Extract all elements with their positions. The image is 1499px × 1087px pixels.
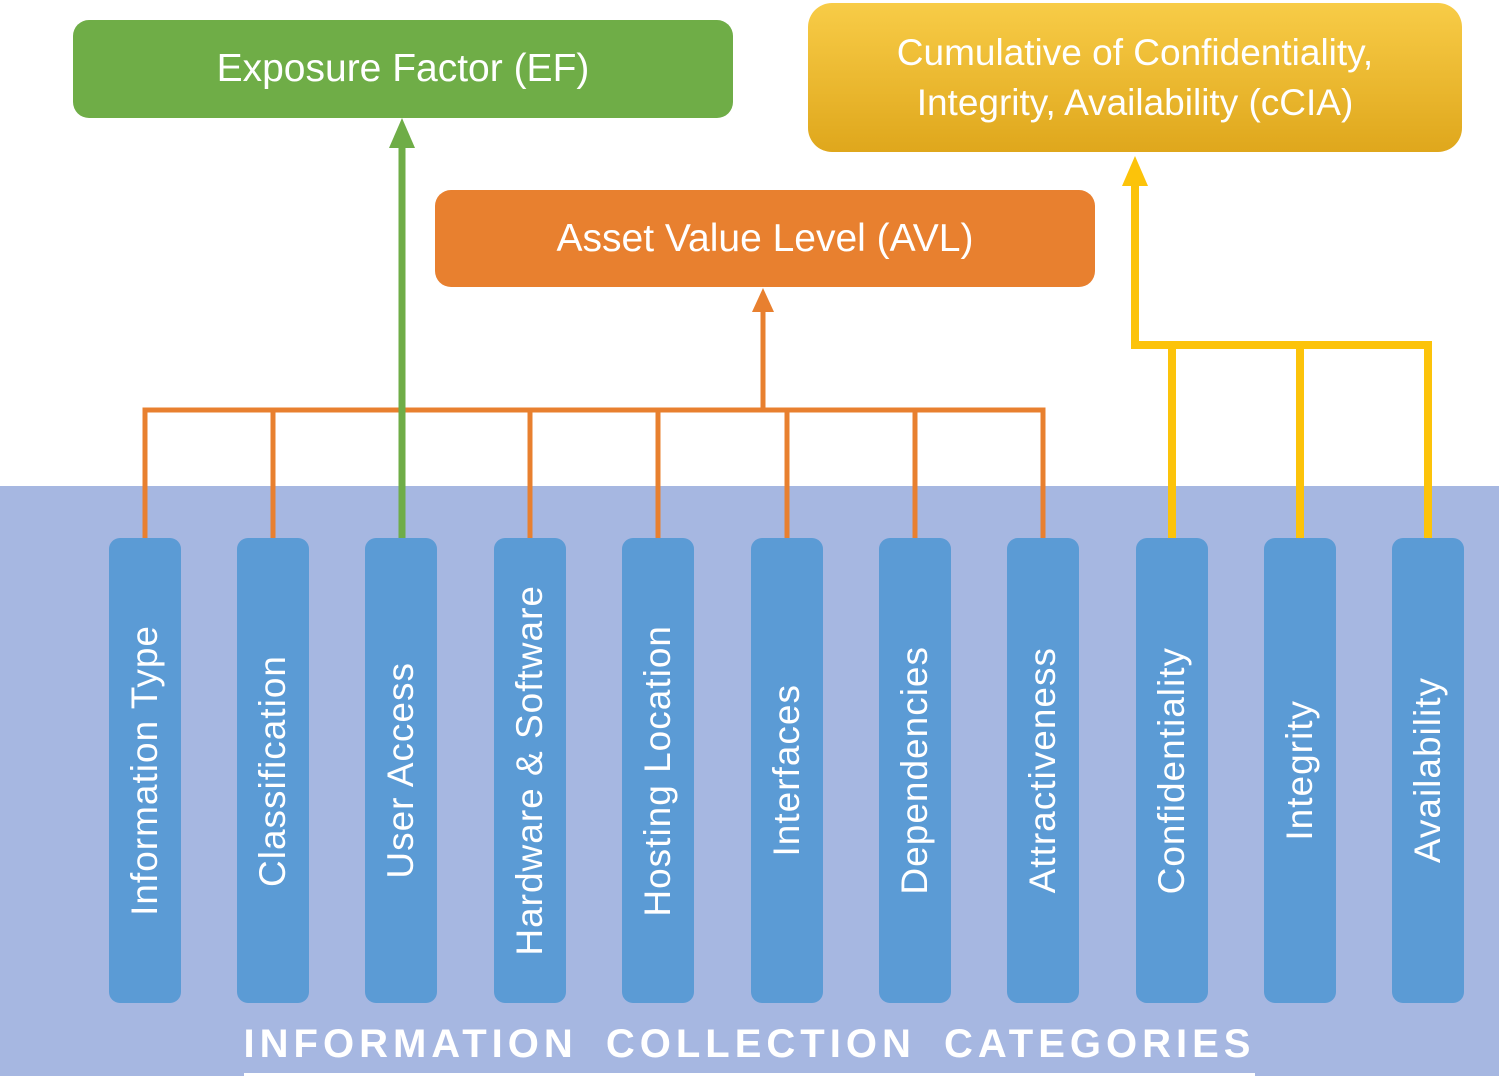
green-arrow-up-icon xyxy=(389,118,415,148)
ccia-connectors xyxy=(1131,182,1432,540)
category-bar-information-type: Information Type xyxy=(109,538,181,1003)
category-bar-integrity: Integrity xyxy=(1264,538,1336,1003)
avl-box-label: Asset Value Level (AVL) xyxy=(556,216,974,260)
category-label: Availability xyxy=(1407,677,1448,864)
categories-title-text: INFORMATION COLLECTION CATEGORIES xyxy=(243,1022,1256,1077)
category-label: Confidentiality xyxy=(1151,646,1192,895)
category-label: User Access xyxy=(380,662,421,879)
avl-connectors xyxy=(142,306,1046,540)
category-label: Integrity xyxy=(1279,700,1320,841)
ef-box: Exposure Factor (EF) xyxy=(73,20,733,118)
category-label: Interfaces xyxy=(766,684,807,857)
category-label: Attractiveness xyxy=(1022,647,1063,894)
category-bar-hardware-software: Hardware & Software xyxy=(494,538,566,1003)
yellow-arrow-up-icon xyxy=(1122,156,1148,186)
category-label: Dependencies xyxy=(894,646,935,895)
ef-box-label: Exposure Factor (EF) xyxy=(216,47,590,90)
orange-arrow-up-icon xyxy=(752,288,774,312)
category-bar-hosting-location: Hosting Location xyxy=(622,538,694,1003)
category-label: Hosting Location xyxy=(637,624,678,917)
ccia-box-label-line1: Cumulative of Confidentiality, xyxy=(896,31,1374,73)
category-bar-interfaces: Interfaces xyxy=(751,538,823,1003)
category-bar-confidentiality: Confidentiality xyxy=(1136,538,1208,1003)
category-bar-attractiveness: Attractiveness xyxy=(1007,538,1079,1003)
category-label: Information Type xyxy=(124,625,165,916)
category-bar-dependencies: Dependencies xyxy=(879,538,951,1003)
category-label: Hardware & Software xyxy=(509,585,550,956)
avl-box: Asset Value Level (AVL) xyxy=(435,190,1095,287)
category-bar-availability: Availability xyxy=(1392,538,1464,1003)
categories-title: INFORMATION COLLECTION CATEGORIES xyxy=(0,1022,1499,1077)
category-bar-user-access: User Access xyxy=(365,538,437,1003)
ccia-box-label-line2: Integrity, Availability (cCIA) xyxy=(916,81,1354,123)
category-bar-classification: Classification xyxy=(237,538,309,1003)
category-label: Classification xyxy=(252,654,293,887)
ccia-box: Cumulative of Confidentiality, Integrity… xyxy=(808,3,1462,152)
